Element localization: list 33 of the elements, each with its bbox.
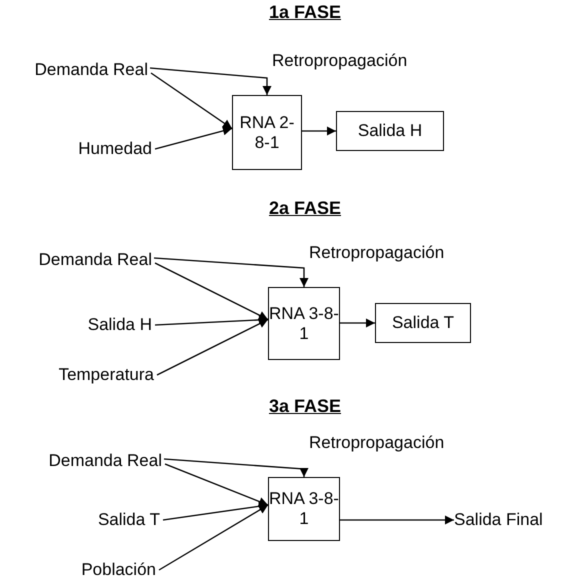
- input-label: Salida T: [76, 508, 160, 532]
- edge-label: Retropropagación: [271, 51, 408, 71]
- arrow: [340, 515, 454, 525]
- phase-heading: 2a FASE: [268, 198, 342, 219]
- input-label: Salida H: [70, 313, 152, 337]
- process-box: Salida H: [336, 111, 444, 151]
- arrow: [150, 67, 272, 95]
- arrow: [158, 504, 268, 571]
- arrow: [154, 262, 268, 320]
- input-label: Salida Final: [454, 508, 570, 532]
- arrow: [302, 126, 336, 136]
- arrow: [150, 72, 232, 130]
- edge-label: Retropropagación: [308, 433, 446, 453]
- input-label: Demanda Real: [28, 449, 162, 473]
- arrow: [340, 318, 375, 328]
- input-label: Población: [68, 558, 156, 582]
- edge-label: Retropropagación: [308, 243, 446, 263]
- process-box: RNA 2-8-1: [232, 95, 302, 170]
- input-label: Demanda Real: [18, 248, 152, 272]
- arrow: [164, 463, 268, 506]
- arrow: [162, 502, 268, 521]
- process-box: RNA 3-8-1: [268, 287, 340, 360]
- arrow: [154, 257, 309, 287]
- process-box: RNA 3-8-1: [268, 477, 340, 541]
- arrow: [156, 318, 268, 376]
- input-label: Temperatura: [40, 363, 154, 387]
- arrow: [154, 126, 232, 150]
- arrow: [164, 458, 309, 477]
- input-label: Demanda Real: [14, 58, 148, 82]
- input-label: Humedad: [70, 137, 152, 161]
- phase-heading: 1a FASE: [268, 2, 342, 23]
- process-box: Salida T: [375, 303, 471, 343]
- phase-heading: 3a FASE: [268, 396, 342, 417]
